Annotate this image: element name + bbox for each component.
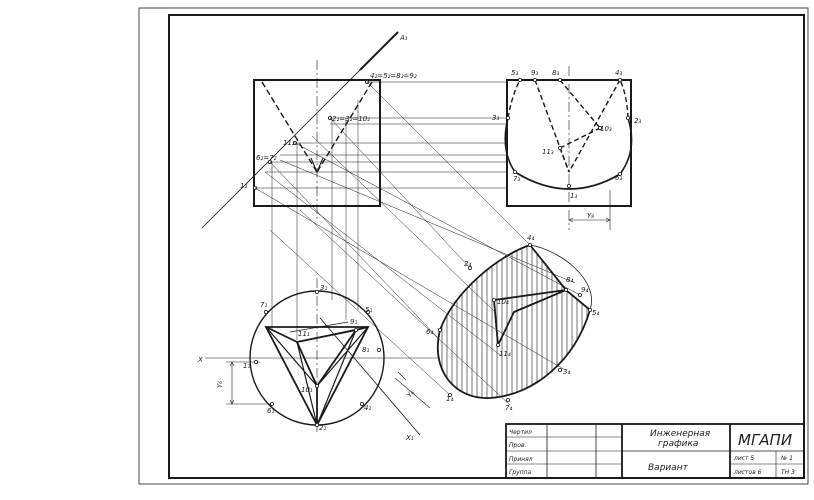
label-y6-section: Y₆: [405, 389, 416, 400]
label-plan-p8: 8₁: [362, 346, 369, 354]
tb-drawn-by: Чертил: [509, 429, 532, 436]
label-side-p1: 1₃: [570, 192, 577, 200]
front-view: [201, 31, 399, 229]
label-side-p9: 9₃: [531, 69, 538, 77]
label-side-p5: 5₃: [511, 69, 518, 77]
label-plan-p11: 11₁: [298, 330, 310, 338]
label-sec-p2: 2₄: [464, 260, 471, 268]
vertical-projection-lines: [271, 100, 359, 340]
inner-frame: [168, 14, 805, 479]
label-side-p8: 8₃: [552, 69, 559, 77]
label-front-p1: 1₂: [240, 182, 247, 190]
label-sec-p9: 9₄: [581, 286, 588, 294]
label-plan-p7: 7₁: [260, 301, 267, 309]
label-front-p4: 4₂=5₂=8₂=9₂: [370, 72, 417, 80]
tb-subject-line2: графика: [658, 439, 698, 449]
side-hidden-right-arc: [619, 79, 629, 119]
tb-group: Группа: [509, 469, 532, 476]
section-hidden-ellipse-top: [529, 244, 592, 311]
title-block-text: Чертил Пров. Принял Группа Инженерная гр…: [509, 429, 795, 476]
label-side-p4: 4₃: [615, 69, 622, 77]
title-block: [505, 423, 805, 479]
labels: A₁ 4₂=5₂=8₂=9₂ 2₂=3₂=10₂ 11₂ 6₂=7₂ 1₂ 5₃…: [197, 34, 641, 442]
side-curve-right: [619, 117, 633, 175]
label-plan-p6: 6₁: [267, 407, 274, 415]
label-sec-p7: 7₄: [505, 404, 512, 412]
label-a1: A₁: [399, 34, 408, 42]
label-side-p11: 11₃: [542, 148, 554, 156]
side-hidden-d: [559, 127, 601, 149]
side-hidden-e: [559, 147, 570, 173]
label-front-p11: 11₂: [283, 139, 295, 147]
label-sec-p5: 5₄: [592, 309, 599, 317]
label-sec-p11: 11₄: [499, 350, 511, 358]
section-plane-thick: [359, 31, 399, 71]
label-plan-p9: 9₁: [350, 318, 357, 326]
label-side-p3: 3₃: [492, 114, 499, 122]
side-hidden-left-arc: [507, 79, 521, 119]
side-view: [504, 66, 633, 230]
side-curve-visible: [514, 171, 621, 190]
label-plan-p10: 10₁: [301, 386, 313, 394]
plan-view: [205, 278, 440, 435]
outer-frame: [138, 7, 809, 485]
label-side-p7: 7₃: [513, 175, 520, 183]
label-plan-p5: 5₁: [365, 306, 372, 314]
section-outline: [436, 244, 591, 399]
label-sec-p10: 10₄: [497, 298, 509, 306]
label-side-p10: 10₃: [600, 125, 612, 133]
label-front-p6: 6₂=7₂: [256, 154, 277, 162]
label-sec-p1: 1₄: [446, 395, 453, 403]
tb-sheets-total: листов 6: [733, 469, 762, 476]
label-plan-p4: 4₁: [364, 404, 371, 412]
label-y6-plan: Y₆: [216, 381, 224, 388]
label-plan-p3: 3₁: [320, 284, 327, 292]
label-side-p2: 2₃: [634, 117, 641, 125]
tb-sheet-no: № 1: [780, 455, 793, 462]
tb-sheet-type: лист 5: [733, 455, 754, 462]
side-hidden-b: [559, 79, 601, 129]
tb-approved: Принял: [509, 456, 533, 463]
label-sec-p8: 8₄: [566, 276, 573, 284]
tb-variant: Вариант: [648, 463, 689, 473]
label-sec-p6: 6₄: [426, 328, 433, 336]
tb-checked: Пров.: [509, 442, 527, 449]
side-hidden-c: [568, 79, 621, 173]
front-hidden-right: [316, 81, 373, 173]
label-sec-p4: 4₄: [527, 234, 534, 242]
true-section: [436, 242, 593, 402]
label-sec-p3: 3₄: [563, 368, 570, 376]
label-x1-axis: X₁: [405, 434, 414, 442]
label-plan-p1: 1₁: [243, 362, 250, 370]
side-curve-left: [504, 117, 516, 173]
label-side-p6: 6₃: [615, 174, 622, 182]
label-y8: Y₈: [587, 212, 594, 220]
tb-task-no: ТН 3: [781, 469, 795, 476]
tb-subject-line1: Инженерная: [650, 429, 711, 439]
x1-axis: [319, 317, 431, 436]
label-plan-p2: 2₁: [319, 424, 326, 432]
section-hatched-area: [437, 245, 590, 399]
label-x-axis: X: [197, 356, 203, 364]
tb-institution: МГАПИ: [738, 431, 792, 449]
label-front-p2: 2₂=3₂=10₂: [332, 115, 370, 123]
